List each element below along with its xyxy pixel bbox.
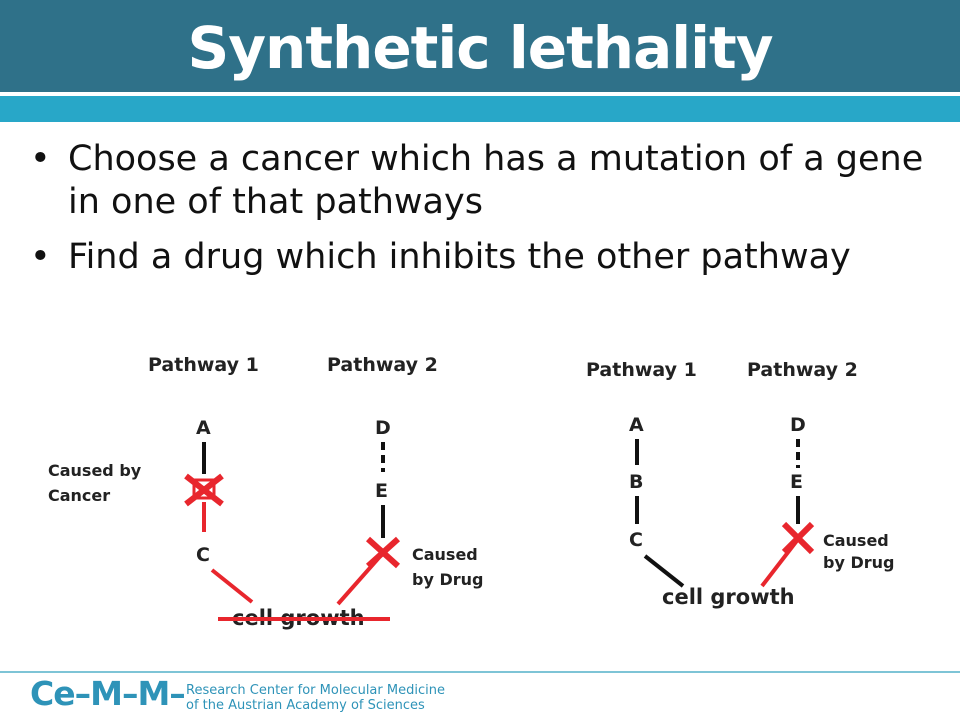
left-node-c: C — [196, 544, 210, 566]
left-cancer-label: Cancer — [48, 486, 110, 505]
diagram-right: Pathway 1 Pathway 2 A B C D E Caused by … — [586, 359, 894, 609]
slide-title: Synthetic lethality — [187, 14, 773, 82]
left-edge-c-growth — [210, 568, 254, 604]
accent-bar — [0, 96, 960, 122]
right-node-a: A — [629, 414, 644, 436]
right-drug-label: by Drug — [823, 553, 894, 572]
institute-name-line2: of the Austrian Academy of Sciences — [186, 698, 425, 713]
right-pathway2-label: Pathway 2 — [747, 359, 858, 381]
right-drug-label: Caused — [823, 531, 889, 550]
left-cancer-label: Caused by — [48, 461, 142, 480]
left-pathway1-label: Pathway 1 — [148, 354, 259, 376]
left-drug-label: by Drug — [412, 570, 483, 589]
left-node-a: A — [196, 417, 211, 439]
right-node-d: D — [790, 414, 806, 436]
cemm-logo: Ce–M–M– — [30, 674, 186, 713]
title-band — [0, 0, 960, 92]
left-node-e: E — [375, 480, 388, 502]
institute-name-line1: Research Center for Molecular Medicine — [186, 683, 445, 698]
right-node-c: C — [629, 529, 643, 551]
institute-name: Research Center for Molecular Medicine o… — [186, 683, 445, 713]
bullet-item: Find a drug which inhibits the other pat… — [30, 236, 940, 279]
footer-divider — [0, 671, 960, 673]
right-outcome-label: cell growth — [662, 585, 795, 609]
left-blocked-node — [192, 478, 216, 500]
right-node-e: E — [790, 471, 803, 493]
bullet-item: Choose a cancer which has a mutation of … — [30, 138, 940, 224]
diagram-left: Pathway 1 Pathway 2 A C Caused by Cancer… — [48, 354, 483, 630]
left-edge-drug-growth — [336, 550, 386, 606]
left-cross-mark — [184, 473, 224, 507]
left-drug-label: Caused — [412, 545, 478, 564]
right-edge-c-growth — [643, 554, 685, 588]
right-edge-drug-growth — [760, 536, 801, 588]
bullet-list: Choose a cancer which has a mutation of … — [30, 138, 940, 291]
right-node-b: B — [629, 471, 643, 493]
left-pathway2-label: Pathway 2 — [327, 354, 438, 376]
left-node-d: D — [375, 417, 391, 439]
right-pathway1-label: Pathway 1 — [586, 359, 697, 381]
